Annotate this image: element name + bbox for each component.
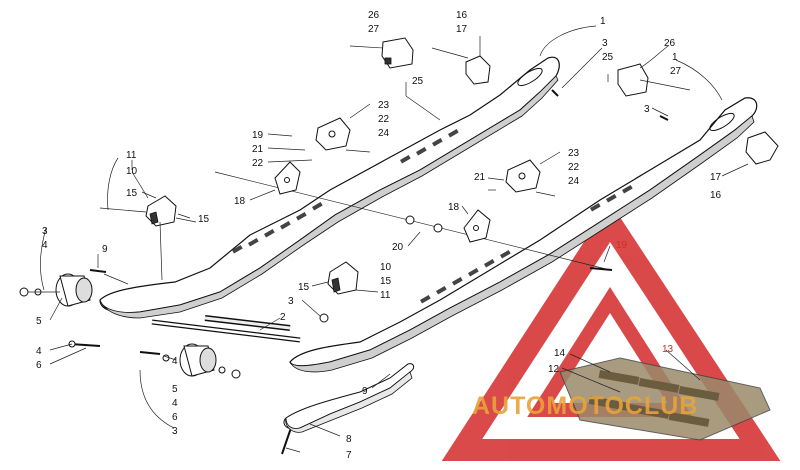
callout-20: 20 bbox=[392, 242, 404, 253]
callout-3: 3 bbox=[172, 426, 178, 437]
bracket-17-left bbox=[431, 47, 491, 85]
callout-23: 23 bbox=[568, 148, 580, 159]
callout-26: 26 bbox=[368, 10, 380, 21]
callout-17: 17 bbox=[710, 172, 722, 183]
callout-3: 3 bbox=[602, 38, 608, 49]
pivot-block-23-left bbox=[315, 117, 371, 153]
callout-14: 14 bbox=[554, 348, 566, 359]
callout-9: 9 bbox=[362, 386, 368, 397]
callout-4: 4 bbox=[42, 240, 48, 251]
wear-strip-8 bbox=[283, 363, 415, 433]
callout-15: 15 bbox=[298, 282, 310, 293]
leader-lines bbox=[40, 25, 749, 453]
callout-22: 22 bbox=[378, 114, 390, 125]
watermark-text: AUTOMOTOCLUB bbox=[472, 392, 698, 420]
callout-19-highlight: 19 bbox=[616, 240, 628, 251]
callout-5: 5 bbox=[36, 316, 42, 327]
callout-21: 21 bbox=[252, 144, 264, 155]
callout-24: 24 bbox=[568, 176, 580, 187]
callout-15: 15 bbox=[380, 276, 392, 287]
track-assembly-highlight bbox=[559, 357, 771, 441]
callout-11: 11 bbox=[126, 150, 137, 161]
callout-2: 2 bbox=[280, 312, 286, 323]
callout-4: 4 bbox=[172, 356, 178, 367]
callout-27: 27 bbox=[368, 24, 380, 35]
bolts bbox=[68, 89, 669, 455]
callout-13-highlight: 13 bbox=[662, 344, 674, 355]
callout-27: 27 bbox=[670, 66, 682, 77]
callout-6: 6 bbox=[36, 360, 42, 371]
callout-12: 12 bbox=[548, 364, 560, 375]
callout-3: 3 bbox=[42, 226, 48, 237]
idler-wheel-5-left bbox=[19, 273, 93, 307]
callout-25: 25 bbox=[412, 76, 424, 87]
pivot-plate-18-left bbox=[274, 161, 301, 195]
callout-18: 18 bbox=[234, 196, 246, 207]
callout-6: 6 bbox=[172, 412, 178, 423]
bumper-10-right bbox=[327, 261, 379, 295]
callout-8: 8 bbox=[346, 434, 352, 445]
callout-18: 18 bbox=[448, 202, 460, 213]
bumper-10-left bbox=[99, 195, 197, 227]
pivot-plate-18-right bbox=[463, 209, 491, 243]
callout-11: 11 bbox=[380, 290, 391, 301]
stop-block-26-left bbox=[349, 37, 414, 69]
callout-24: 24 bbox=[378, 128, 390, 139]
callout-labels: 26 27 25 16 17 1 3 25 26 1 27 3 23 22 24… bbox=[36, 10, 722, 461]
stop-block-26-right bbox=[617, 63, 691, 97]
bracket-17-right bbox=[745, 131, 779, 165]
callout-5: 5 bbox=[172, 384, 178, 395]
callout-17: 17 bbox=[456, 24, 468, 35]
callout-25: 25 bbox=[602, 52, 614, 63]
callout-1: 1 bbox=[600, 16, 606, 27]
callout-10: 10 bbox=[380, 262, 392, 273]
callout-3: 3 bbox=[644, 104, 650, 115]
callout-10: 10 bbox=[126, 166, 138, 177]
left-slide-rail bbox=[99, 56, 560, 319]
callout-22: 22 bbox=[568, 162, 580, 173]
callout-3: 3 bbox=[288, 296, 294, 307]
callout-23: 23 bbox=[378, 100, 390, 111]
pivot-block-23-right bbox=[505, 159, 556, 197]
callout-21: 21 bbox=[474, 172, 486, 183]
callout-26: 26 bbox=[664, 38, 676, 49]
callout-22: 22 bbox=[252, 158, 264, 169]
right-slide-rail bbox=[289, 97, 758, 373]
callout-16: 16 bbox=[710, 190, 722, 201]
callout-4: 4 bbox=[36, 346, 42, 357]
callout-19: 19 bbox=[252, 130, 264, 141]
callout-15: 15 bbox=[126, 188, 138, 199]
callout-1: 1 bbox=[672, 52, 678, 63]
callout-15: 15 bbox=[198, 214, 210, 225]
callout-16: 16 bbox=[456, 10, 468, 21]
idler-wheel-5-right bbox=[162, 343, 241, 379]
callout-4: 4 bbox=[172, 398, 178, 409]
callout-9: 9 bbox=[102, 244, 108, 255]
callout-7: 7 bbox=[346, 450, 352, 461]
